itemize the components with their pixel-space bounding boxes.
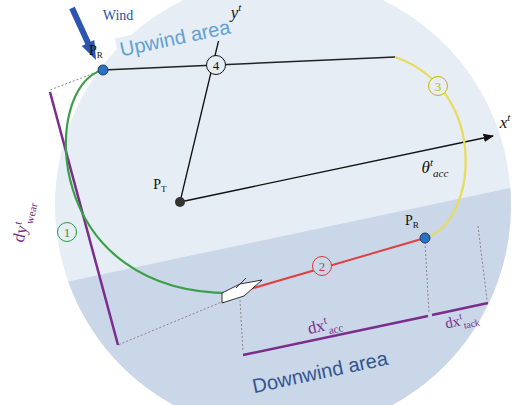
wind-arrow <box>72 8 89 45</box>
point-label: R <box>97 50 103 60</box>
point-marker <box>420 233 430 243</box>
angle-label-group: θtacc <box>422 156 449 180</box>
wind-label: Wind <box>103 8 134 23</box>
callout-number: 4 <box>213 59 220 72</box>
callout-circle: 2 <box>312 256 332 276</box>
point-label-group: PR <box>405 213 419 232</box>
wind-label-group: Wind <box>103 8 134 25</box>
dimension-label: wear <box>23 202 40 226</box>
callout-circle: 3 <box>428 76 448 96</box>
axis-label: x <box>500 113 508 132</box>
dimension-label: acc <box>327 321 344 336</box>
callout-number: 2 <box>319 260 326 273</box>
downwind-region <box>0 186 519 405</box>
callout-circle: 1 <box>57 222 77 242</box>
angle-label: t <box>430 156 433 168</box>
dimension-label: tack <box>463 317 481 331</box>
dimension-lines <box>50 92 488 355</box>
angle-label: acc <box>433 167 448 179</box>
axis-label: y <box>231 3 239 22</box>
callout-number: 1 <box>64 226 71 239</box>
dimension-label-group: dytwear <box>7 199 41 245</box>
point-marker <box>98 65 108 75</box>
x-axis <box>180 136 493 202</box>
boat-symbol <box>222 280 262 303</box>
wind-arrowhead <box>82 40 96 60</box>
tack-path <box>395 57 466 238</box>
dimension-label: dy <box>9 223 32 244</box>
callout-circle: 4 <box>206 55 226 75</box>
point-label-group: PR <box>89 43 103 62</box>
axis-label: t <box>238 1 241 13</box>
axis-label-group: yt <box>231 1 242 23</box>
wear-path <box>66 70 240 293</box>
axis-label: t <box>507 111 510 123</box>
boat-mast <box>236 278 246 288</box>
callout-number: 3 <box>435 80 442 93</box>
return-path <box>103 57 395 70</box>
angle-label: θ <box>422 158 430 177</box>
point-label: P <box>405 213 413 228</box>
point-label: T <box>161 184 167 194</box>
target-point <box>175 197 185 207</box>
acceleration-path <box>240 238 425 292</box>
leader-lines <box>50 72 487 352</box>
point-label: P <box>89 43 97 58</box>
point-label-group: PT <box>153 177 166 196</box>
point-label: P <box>153 177 161 192</box>
point-label: R <box>413 220 419 230</box>
axis-label-group: xt <box>500 111 511 133</box>
